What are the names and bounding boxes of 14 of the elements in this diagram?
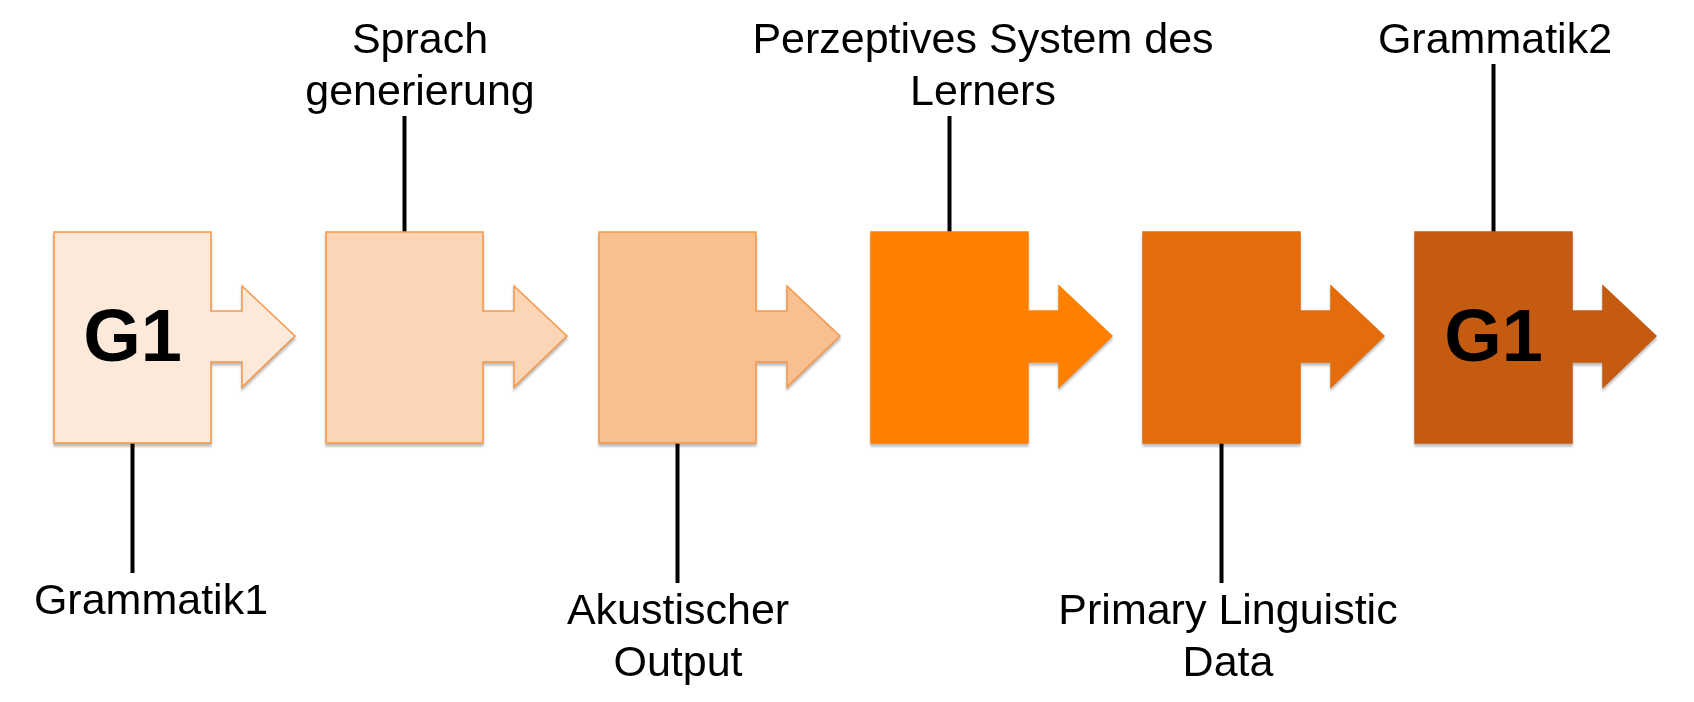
label-text: Grammatik1 xyxy=(6,573,296,625)
label-text: Sprach generierung xyxy=(240,12,600,116)
leader-line xyxy=(1219,443,1224,583)
label-text: Grammatik2 xyxy=(1345,12,1645,64)
leader-line xyxy=(1491,64,1496,232)
leader-line xyxy=(675,443,680,583)
label-text: Primary Linguistic Data xyxy=(1048,583,1408,687)
box-label: G1 xyxy=(1443,296,1544,376)
leader-line xyxy=(947,116,952,232)
label-text: Akustischer Output xyxy=(528,583,828,687)
box-label: G1 xyxy=(82,296,183,376)
leader-line xyxy=(130,443,135,573)
label-text: Perzeptives System des Lerners xyxy=(743,12,1223,116)
leader-line xyxy=(402,116,407,232)
